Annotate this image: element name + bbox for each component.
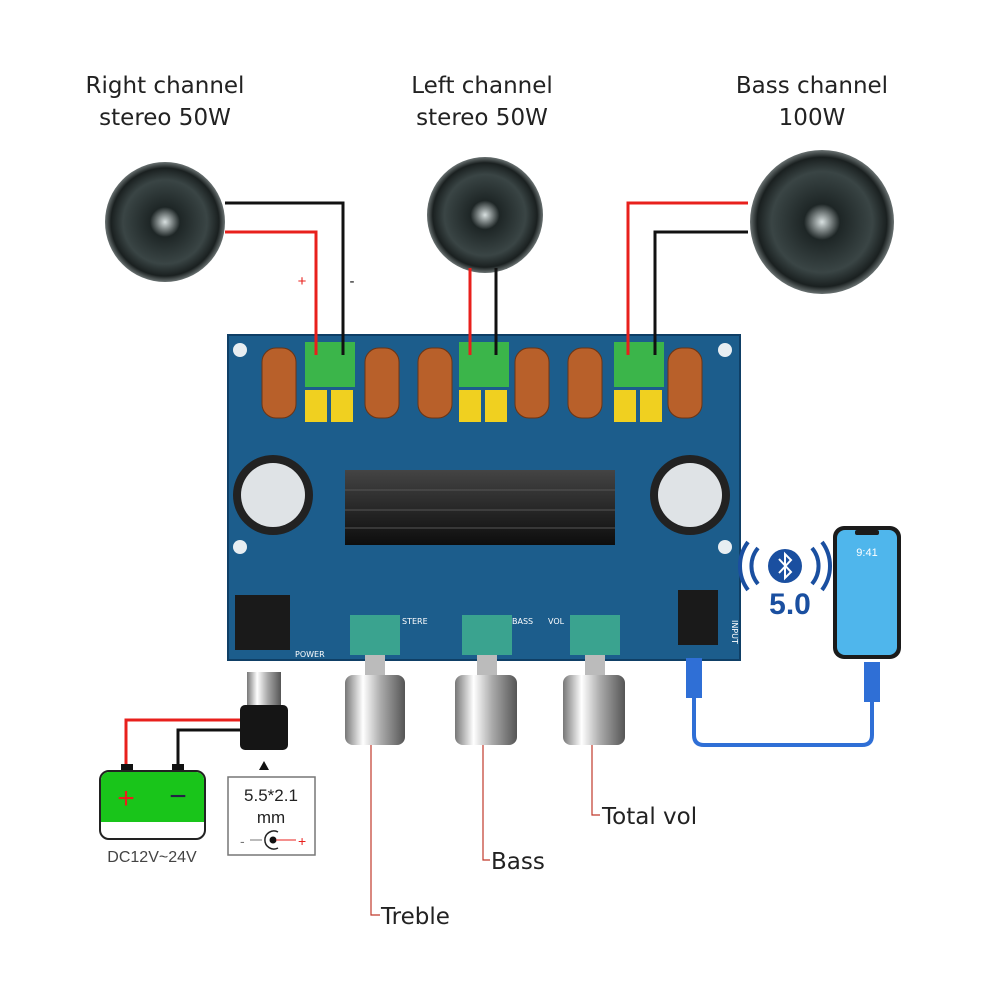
minus-sign: - [350,273,355,290]
arrow-up-icon [259,761,269,770]
right-speaker [105,162,225,282]
bass-speaker [750,150,894,294]
bass-knob[interactable] [455,655,517,745]
total-vol-label: Total vol [601,804,697,830]
power-wires [124,718,240,768]
left-speaker [427,157,543,273]
bass-label: Bass [491,849,545,875]
mounting-holes [233,343,732,554]
svg-text:BASS: BASS [512,617,533,626]
volume-knob[interactable] [563,655,625,745]
treble-label: Treble [380,904,450,930]
bass-channel-label: Bass channel 100W [736,73,888,131]
left-channel-label: Left channel stereo 50W [411,73,553,131]
svg-text:-: - [240,833,245,849]
speaker-wires [225,201,748,355]
svg-text:5.5*2.1: 5.5*2.1 [244,786,298,805]
svg-text:stereo 50W: stereo 50W [416,105,548,131]
board-labels: STERE BASS VOL POWER INPUT [295,617,739,659]
aux-cable [686,658,880,747]
capacitors [305,390,662,422]
svg-text:Left channel: Left channel [411,73,553,99]
svg-text:Bass channel: Bass channel [736,73,888,99]
svg-text:mm: mm [257,808,285,827]
svg-text:+: + [298,833,306,849]
voltage-label: DC12V~24V [107,849,197,866]
callout-lines [370,745,600,916]
potentiometers [350,615,620,655]
bluetooth-version: 5.0 [769,588,811,621]
svg-text:VOL: VOL [548,617,565,626]
right-channel-label: Right channel stereo 50W [86,73,245,131]
battery: + − [99,764,206,840]
svg-text:−: − [169,780,187,813]
bluetooth-icon [738,540,832,592]
smartphone: 9:41 [833,526,901,659]
inductors [261,347,703,419]
svg-text:100W: 100W [779,105,846,131]
svg-text:POWER: POWER [295,650,325,659]
svg-text:9:41: 9:41 [856,547,877,559]
audio-input-jack [678,590,718,645]
svg-text:STERE: STERE [402,617,428,626]
speaker-terminals [305,342,664,387]
svg-text:Right channel: Right channel [86,73,245,99]
power-jack-socket [235,595,290,650]
treble-knob[interactable] [345,655,405,745]
plus-sign: + [298,273,307,290]
svg-text:+: + [117,782,135,815]
svg-text:stereo 50W: stereo 50W [99,105,231,131]
svg-text:INPUT: INPUT [730,620,739,644]
dc-plug [240,672,288,750]
jack-size-box: 5.5*2.1 mm - + [227,776,316,856]
heatsink [345,470,615,545]
